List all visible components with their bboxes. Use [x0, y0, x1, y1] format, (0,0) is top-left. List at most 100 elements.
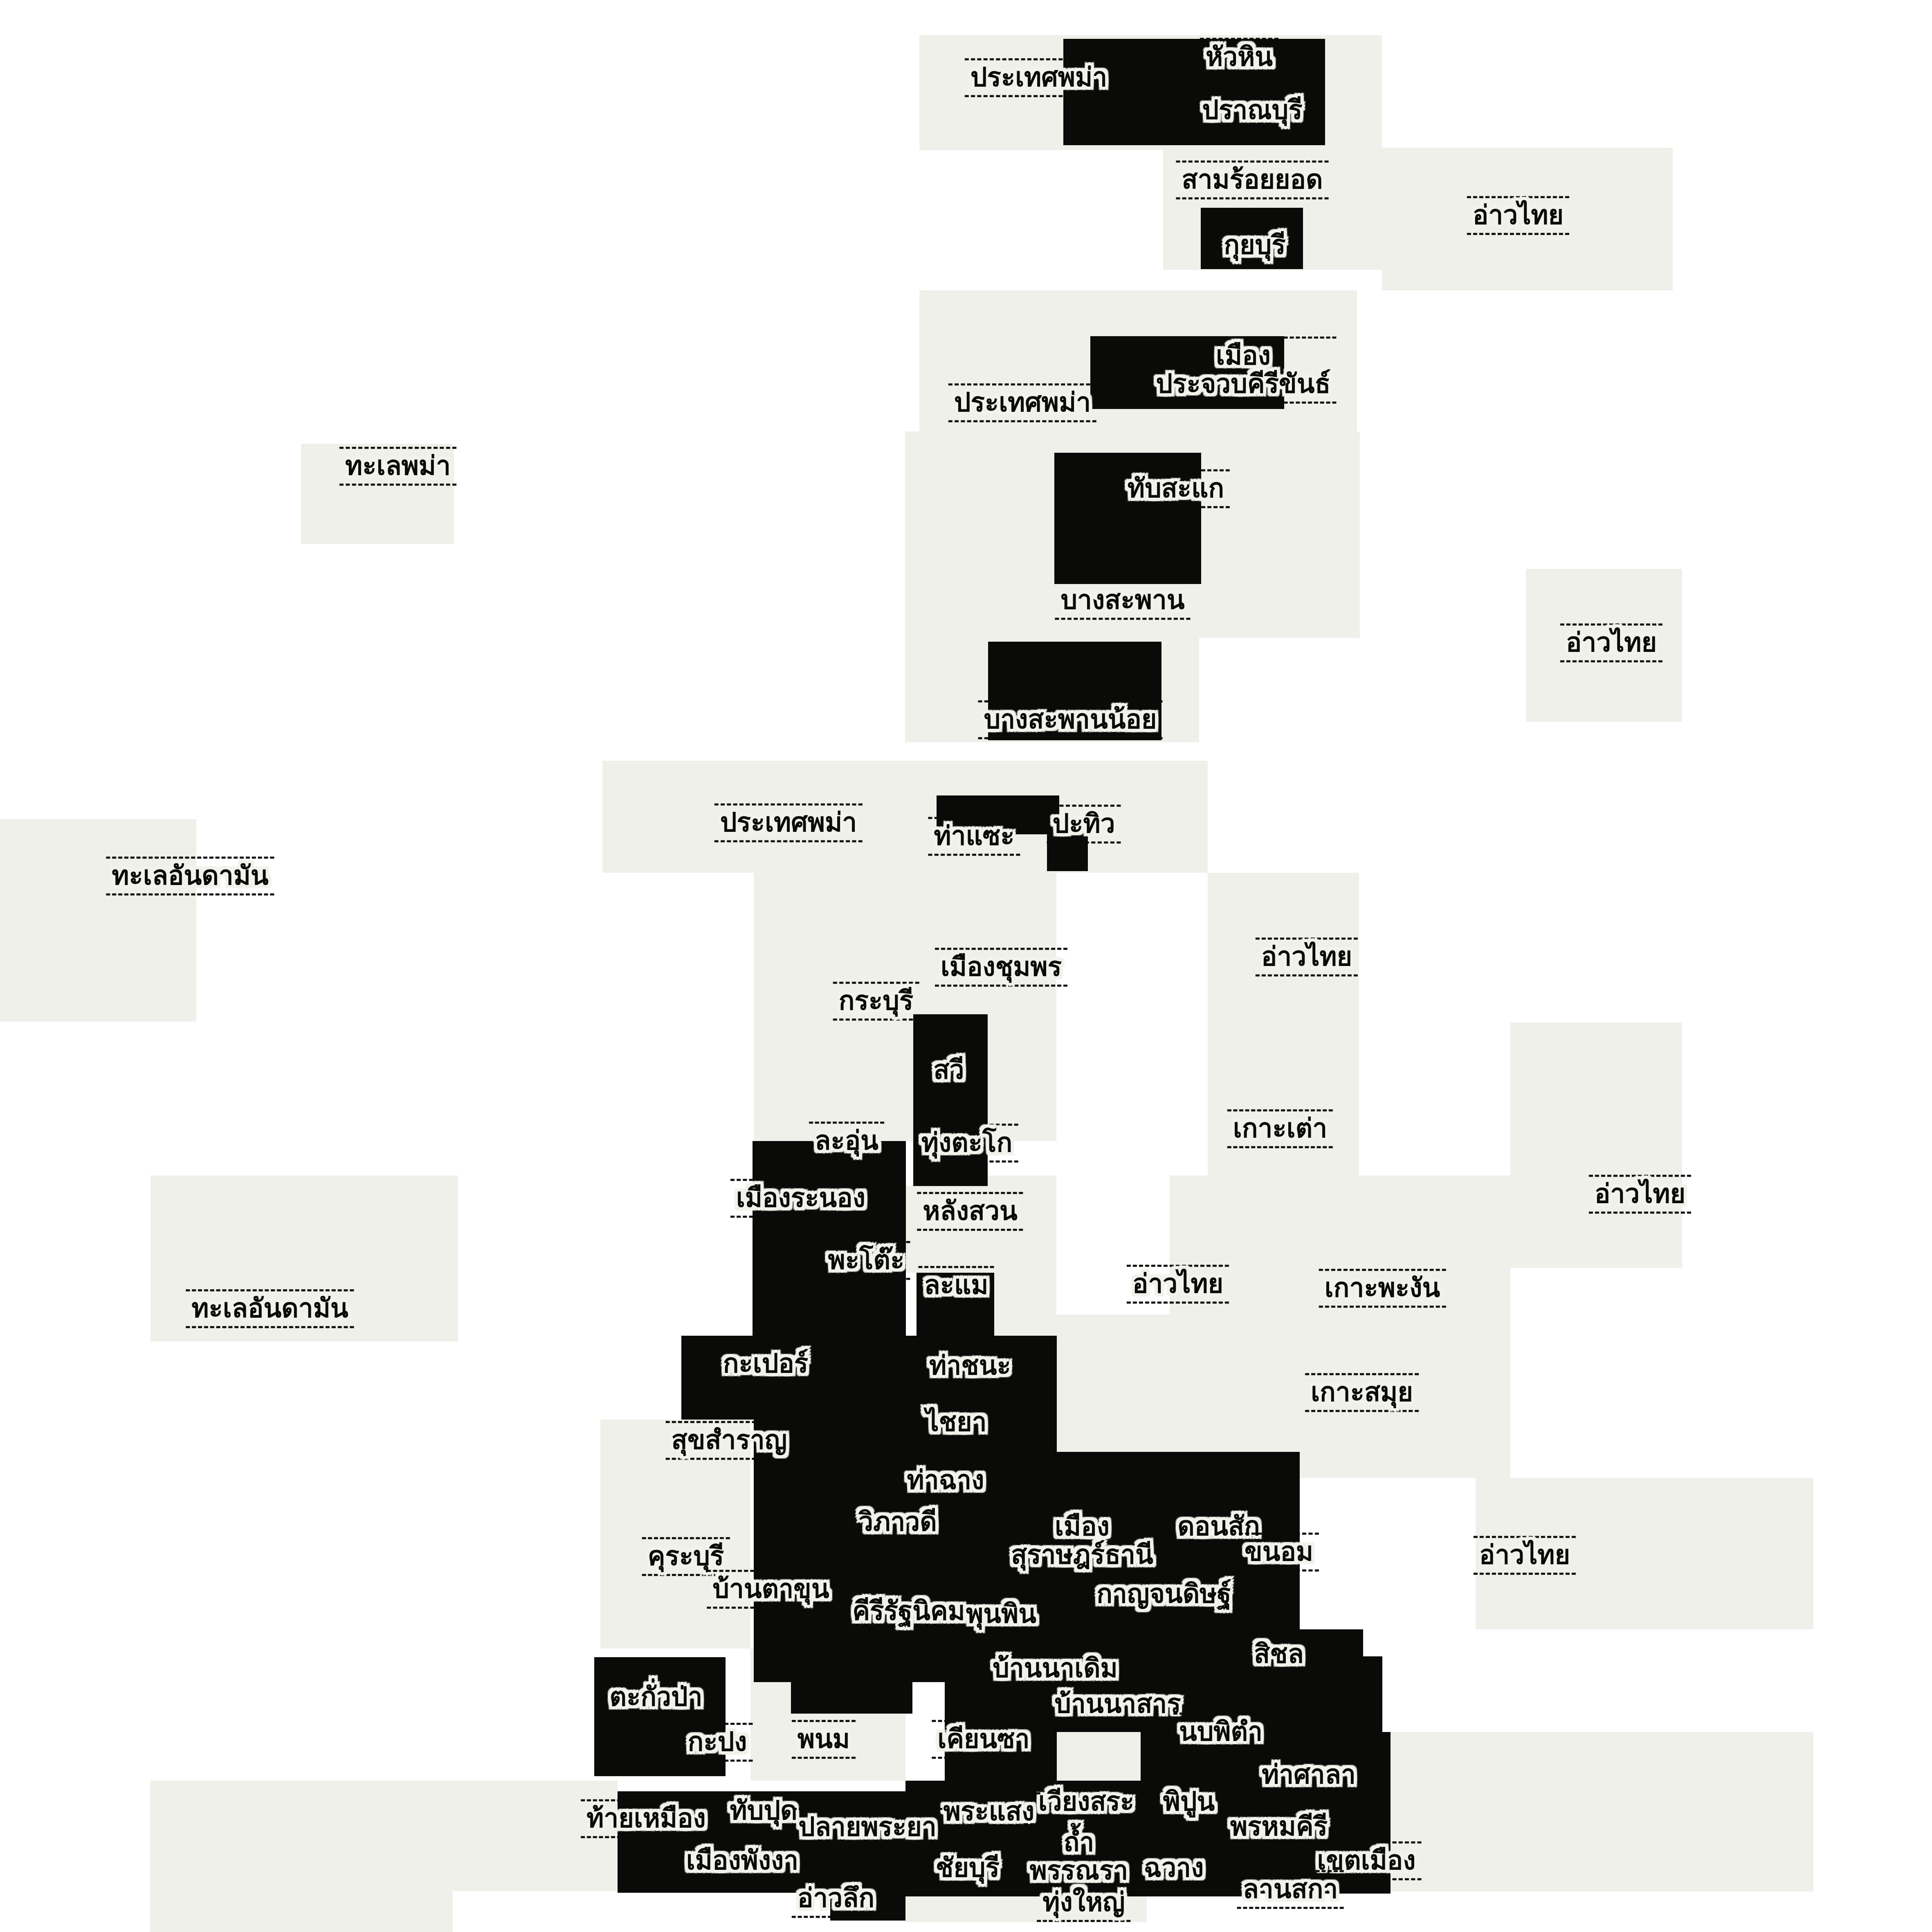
map-label-line: นบพิตำ — [1179, 1716, 1263, 1747]
map-label: ท่าฉาง — [901, 1461, 990, 1500]
map-label-line: ขนอม — [1244, 1537, 1314, 1567]
map-label: ทุ่งตะโก — [915, 1123, 1018, 1163]
map-label: วิภาวดี — [853, 1503, 943, 1542]
map-label: อ่าวไทย — [1255, 937, 1358, 977]
map-label-line: ปราณบุรี — [1202, 95, 1303, 126]
map-label: ประเทศพม่า — [948, 383, 1097, 422]
map-label-line: เกาะสมุย — [1311, 1377, 1413, 1408]
map-tile-dark — [913, 1014, 988, 1186]
map-label-line: ลานสกา — [1242, 1874, 1338, 1905]
map-tile-light — [1382, 148, 1673, 290]
map-label: พนม — [791, 1720, 856, 1759]
map-label-line: อ่าวไทย — [1566, 627, 1657, 658]
map-tile-dark — [753, 1141, 906, 1339]
map-label: เมืองประจวบคีรีขันธ์ — [1150, 336, 1337, 404]
map-label-line: กุยบุรี — [1224, 230, 1286, 261]
map-label-line: ปะทิว — [1052, 809, 1115, 839]
map-tile-dark — [1057, 1452, 1300, 1656]
map-tile-dark — [1047, 818, 1088, 871]
map-label: ละอุ่น — [809, 1121, 884, 1161]
map-label: เกาะพะงัน — [1319, 1269, 1446, 1308]
map-label: อ่าวไทย — [1473, 1536, 1576, 1575]
map-label-line: ละอุ่น — [815, 1126, 878, 1156]
map-label-line: ประเทศพม่า — [970, 62, 1108, 93]
map-label: ตะกั่วป่า — [604, 1678, 708, 1717]
map-tile-light — [1476, 1478, 1813, 1629]
map-label-line: กะเปอร์ — [723, 1348, 809, 1379]
map-label: สุขสำราญ — [665, 1421, 793, 1460]
map-tile-light — [600, 1420, 750, 1649]
map-label: ทะเลอันดามัน — [106, 856, 274, 896]
map-tile-dark — [988, 642, 1161, 740]
map-label: เมืองระนอง — [730, 1179, 871, 1218]
map-label: ชัยบุรี — [930, 1849, 1005, 1888]
map-label-line: ท่าฉาง — [907, 1465, 984, 1496]
map-label: พุนพิน — [960, 1595, 1042, 1634]
map-label-line: ประจวบคีรีขันธ์ — [1156, 369, 1331, 399]
map-tile-light — [754, 873, 1056, 1141]
map-label: ถ้ำพรรณรา — [1024, 1823, 1134, 1891]
map-label: ฉวาง — [1138, 1849, 1210, 1888]
map-label: หลังสวน — [917, 1192, 1023, 1231]
map-label: บางสะพาน — [1055, 581, 1191, 620]
map-label-line: เวียงสระ — [1038, 1786, 1134, 1817]
map-label: สิชล — [1248, 1635, 1310, 1674]
map-label-line: บ้านตาขุน — [712, 1574, 829, 1604]
map-label: เกาะเต่า — [1227, 1109, 1333, 1148]
map-label-line: ทะเลอันดามัน — [191, 1293, 348, 1324]
map-label: บ้านตาขุน — [707, 1570, 835, 1609]
map-label: ทับปุด — [724, 1791, 803, 1831]
map-label: พิปูน — [1157, 1782, 1221, 1822]
map-label: ทะเลอันดามัน — [186, 1289, 354, 1328]
map-label: ประเทศพม่า — [964, 58, 1113, 97]
map-label: คุระบุรี — [642, 1537, 730, 1576]
map-label-line: สามร้อยยอด — [1182, 164, 1323, 195]
map-tile-dark — [1090, 336, 1284, 409]
map-label: บ้านนาสาร — [1049, 1685, 1187, 1724]
map-label-line: พุนพิน — [966, 1599, 1036, 1629]
map-label-line: ทับปุด — [730, 1795, 798, 1826]
map-tile-dark — [1031, 1656, 1382, 1732]
map-label: กระบุรี — [833, 982, 919, 1021]
map-label-line: กะปง — [687, 1727, 747, 1757]
map-label-line: หัวหิน — [1205, 42, 1273, 72]
map-label: บางสะพานน้อย — [978, 700, 1163, 739]
map-label-line: ทะเลอันดามัน — [112, 860, 269, 891]
map-tile-light — [451, 1781, 618, 1891]
map-label-line: ประเทศพม่า — [954, 387, 1091, 418]
map-label: กาญจนดิษฐ์ — [1091, 1575, 1237, 1614]
map-tile-light — [150, 1781, 453, 1932]
map-tile-light — [905, 1893, 1147, 1922]
map-tile-light — [1526, 569, 1682, 722]
map-label-line: เมืองระนอง — [736, 1183, 865, 1213]
map-tile-light — [1208, 1024, 1359, 1175]
map-label: พะโต๊ะ — [822, 1241, 910, 1280]
map-label: คีรีรัฐนิคม — [847, 1592, 971, 1631]
map-tile-dark — [905, 1781, 1247, 1896]
map-label: ท่าศาลา — [1256, 1755, 1361, 1795]
map-label: สามร้อยยอด — [1176, 160, 1329, 200]
map-label: อ่าวไทย — [1560, 623, 1663, 663]
map-tile-light — [1208, 873, 1359, 1024]
map-tile-white — [1056, 873, 1208, 1024]
map-label-line: ทุ่งใหญ่ — [1042, 1887, 1125, 1918]
map-label: พรหมคีรี — [1224, 1807, 1334, 1847]
map-tile-dark — [937, 795, 1059, 834]
map-label-line: คีรีรัฐนิคม — [852, 1596, 965, 1626]
map-label: ปะทิว — [1047, 804, 1121, 844]
map-label: กะเปอร์ — [717, 1344, 814, 1384]
map-label-line: ฉวาง — [1143, 1853, 1204, 1883]
map-label-line: ปลายพระยา — [798, 1812, 937, 1842]
map-label: ทุ่งใหญ่ — [1037, 1883, 1131, 1922]
map-label-line: ท่าชนะ — [929, 1350, 1011, 1381]
map-label: ทับสะแก — [1121, 469, 1230, 508]
map-label-line: ท่าศาลา — [1262, 1759, 1356, 1790]
map-label-line: กระบุรี — [838, 986, 914, 1016]
map-label-line: เมือง — [1216, 340, 1271, 371]
map-label: ปลายพระยา — [793, 1808, 942, 1847]
map-label-line: สิชล — [1254, 1639, 1304, 1669]
map-label: เมืองชุมพร — [935, 948, 1067, 987]
map-label: ทะเลพม่า — [339, 447, 456, 486]
map-label-line: พิปูน — [1163, 1786, 1215, 1817]
